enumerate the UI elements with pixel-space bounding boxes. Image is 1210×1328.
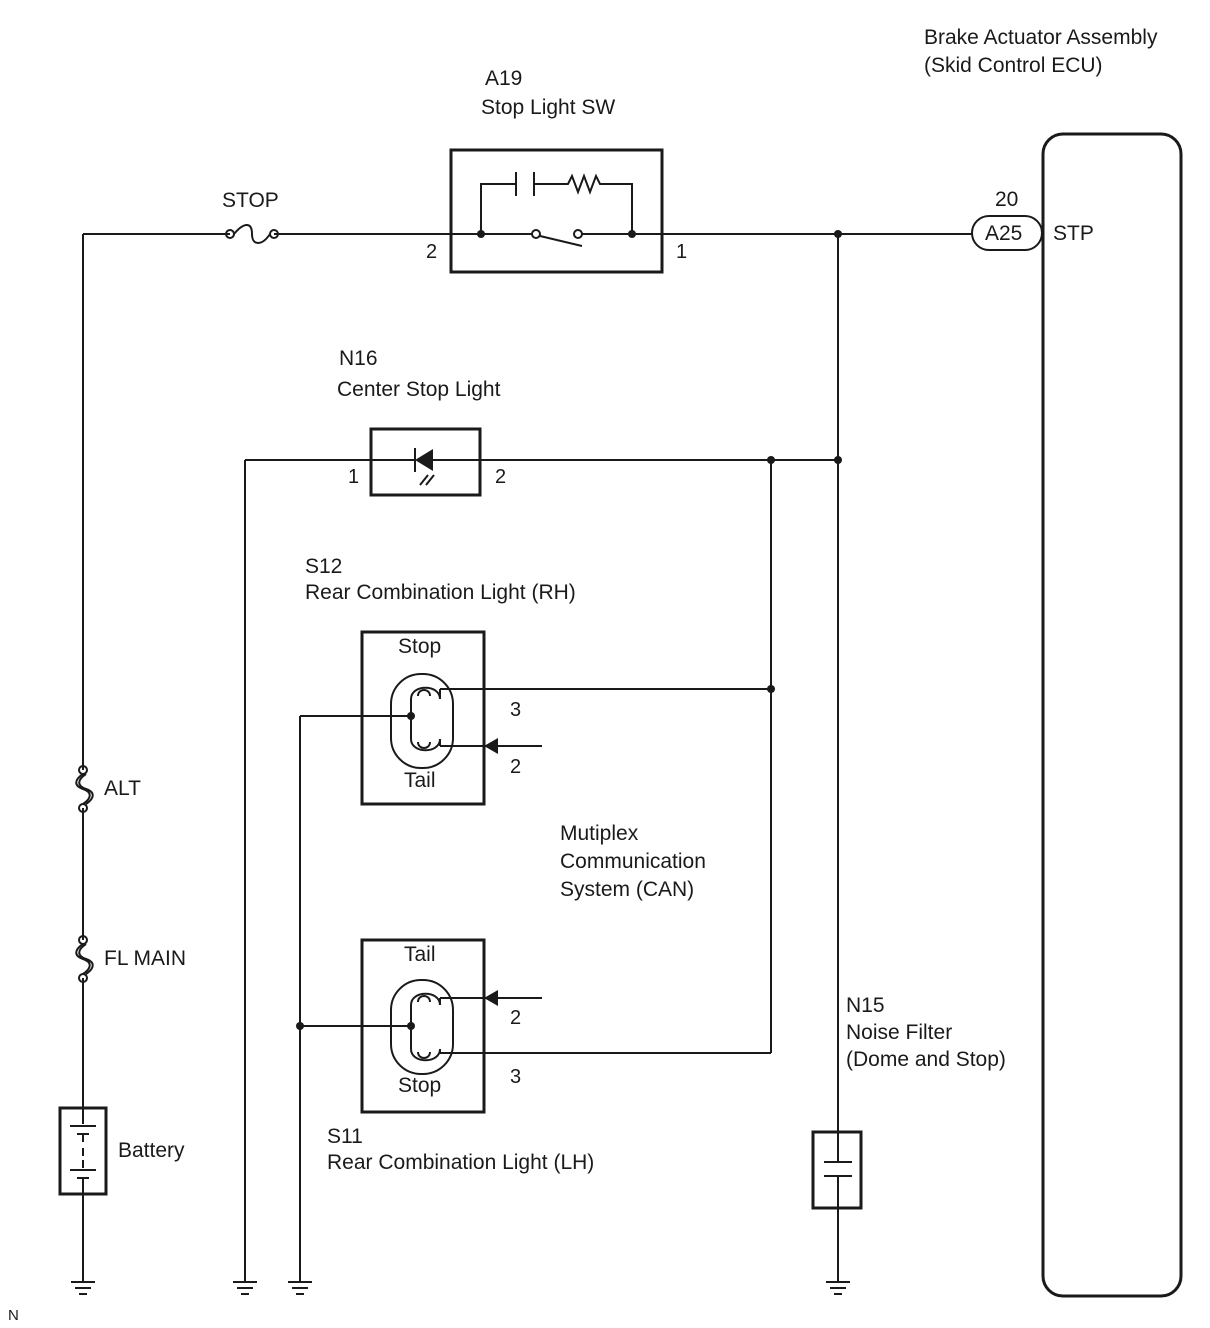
- ground-icon: [288, 1281, 312, 1295]
- rear-light-lh: S11 Rear Combination Light (LH) Tail Sto…: [327, 938, 594, 1174]
- ground-icon: [233, 1281, 257, 1295]
- rear-rh-pin-3: 3: [510, 699, 521, 721]
- multiplex-line-2: Communication: [560, 850, 706, 873]
- rear-lh-name: Rear Combination Light (LH): [327, 1151, 594, 1174]
- stop-switch-pin-1: 1: [676, 241, 687, 263]
- rear-rh-bulb-bottom: Tail: [404, 769, 436, 792]
- noise-filter: N15 Noise Filter (Dome and Stop): [811, 994, 1006, 1210]
- stop-switch-name: Stop Light SW: [481, 96, 615, 119]
- fl-main-fuse: FL MAIN: [75, 935, 186, 983]
- battery-label: Battery: [118, 1139, 185, 1162]
- noise-filter-code: N15: [846, 994, 885, 1017]
- stop-fuse: STOP: [222, 189, 279, 244]
- rear-light-rh: S12 Rear Combination Light (RH) Stop Tai…: [305, 555, 576, 806]
- noise-filter-name: Noise Filter: [846, 1021, 952, 1044]
- ground-icons: [71, 1281, 850, 1295]
- wires: [82, 233, 972, 1282]
- junction-dots: [296, 230, 842, 1030]
- rear-lh-code: S11: [327, 1125, 363, 1148]
- multiplex-line-3: System (CAN): [560, 878, 694, 901]
- rear-lh-bulb-bottom: Stop: [398, 1074, 441, 1097]
- rear-rh-bulb-icon: [390, 673, 454, 769]
- rear-rh-bulb-top: Stop: [398, 635, 441, 658]
- multiplex-line-1: Mutiplex: [560, 822, 639, 845]
- alt-fuse-label: ALT: [104, 777, 141, 800]
- battery: Battery: [58, 1106, 185, 1196]
- led-icon: [415, 449, 433, 471]
- ecu-title-line2: (Skid Control ECU): [924, 54, 1103, 77]
- rear-rh-pin-2: 2: [510, 756, 521, 778]
- rear-lh-bulb-icon: [390, 979, 454, 1075]
- ecu-title-line1: Brake Actuator Assembly: [924, 26, 1158, 49]
- center-stop-light-pin-2: 2: [495, 466, 506, 488]
- rear-lh-pin-3: 3: [510, 1066, 521, 1088]
- ecu-terminal-label: STP: [1053, 222, 1094, 245]
- alt-fuse: ALT: [75, 765, 141, 813]
- stop-switch-code: A19: [485, 67, 522, 90]
- fl-main-fuse-label: FL MAIN: [104, 947, 186, 970]
- ecu-block: Brake Actuator Assembly (Skid Control EC…: [924, 26, 1183, 1298]
- rear-rh-name: Rear Combination Light (RH): [305, 581, 576, 604]
- rear-rh-code: S12: [305, 555, 342, 578]
- stop-light-switch: A19 Stop Light SW 2 1: [426, 67, 687, 274]
- center-stop-light-pin-1: 1: [348, 466, 359, 488]
- ecu-pin-number: 20: [995, 188, 1018, 211]
- stop-switch-pin-2: 2: [426, 241, 437, 263]
- rear-rh-input-arrow-icon: [484, 738, 498, 754]
- rear-lh-bulb-top: Tail: [404, 943, 436, 966]
- stop-fuse-label: STOP: [222, 189, 279, 212]
- rear-lh-pin-2: 2: [510, 1007, 521, 1029]
- ground-icon: [71, 1281, 95, 1295]
- center-stop-light-name: Center Stop Light: [337, 378, 501, 401]
- multiplex-label: Mutiplex Communication System (CAN): [560, 822, 706, 901]
- noise-filter-sub: (Dome and Stop): [846, 1048, 1006, 1071]
- corner-mark: N: [8, 1307, 19, 1324]
- center-stop-light-code: N16: [339, 347, 378, 370]
- rear-lh-input-arrow-icon: [484, 990, 498, 1006]
- ground-icon: [826, 1281, 850, 1295]
- ecu-connector-code: A25: [985, 222, 1022, 245]
- center-stop-light: N16 Center Stop Light 1 2: [337, 347, 506, 497]
